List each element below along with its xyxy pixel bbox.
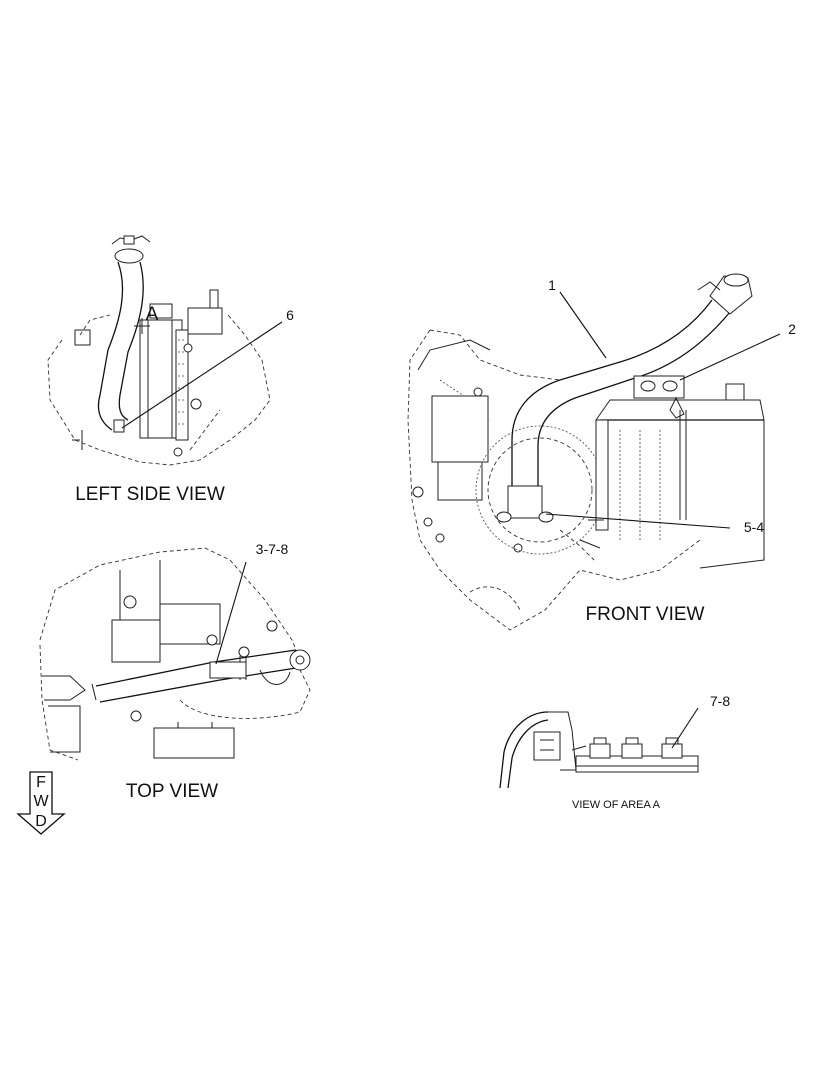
left-side-view-title: LEFT SIDE VIEW	[75, 484, 225, 505]
front-view-drawing	[407, 273, 765, 631]
leader-line-5-4	[545, 513, 731, 529]
area-a-detail-drawing	[499, 711, 699, 789]
top-view-drawing	[39, 547, 311, 761]
area-a-marker-label: A	[146, 304, 159, 325]
leader-line-7-8	[671, 707, 699, 749]
leader-line-2	[679, 333, 781, 381]
leader-line-1	[559, 291, 607, 359]
fwd-arrow-icon	[16, 771, 66, 835]
leader-line-3-7-8	[215, 561, 247, 665]
fwd-letter-w: W	[33, 793, 49, 810]
front-view-title: FRONT VIEW	[586, 604, 705, 625]
area-a-view-title: VIEW OF AREA A	[572, 799, 661, 811]
fwd-letter-f: F	[36, 774, 46, 791]
callout-1: 1	[548, 277, 556, 293]
callout-2: 2	[788, 321, 796, 337]
callout-5-4: 5-4	[744, 519, 764, 535]
callout-6: 6	[286, 307, 294, 323]
leader-line-6	[121, 321, 283, 429]
callout-7-8: 7-8	[710, 693, 730, 709]
callout-3-7-8: 3-7-8	[256, 541, 289, 557]
left-side-view-drawing	[47, 235, 271, 466]
top-view-title: TOP VIEW	[126, 781, 218, 802]
fwd-letter-d: D	[35, 813, 47, 830]
